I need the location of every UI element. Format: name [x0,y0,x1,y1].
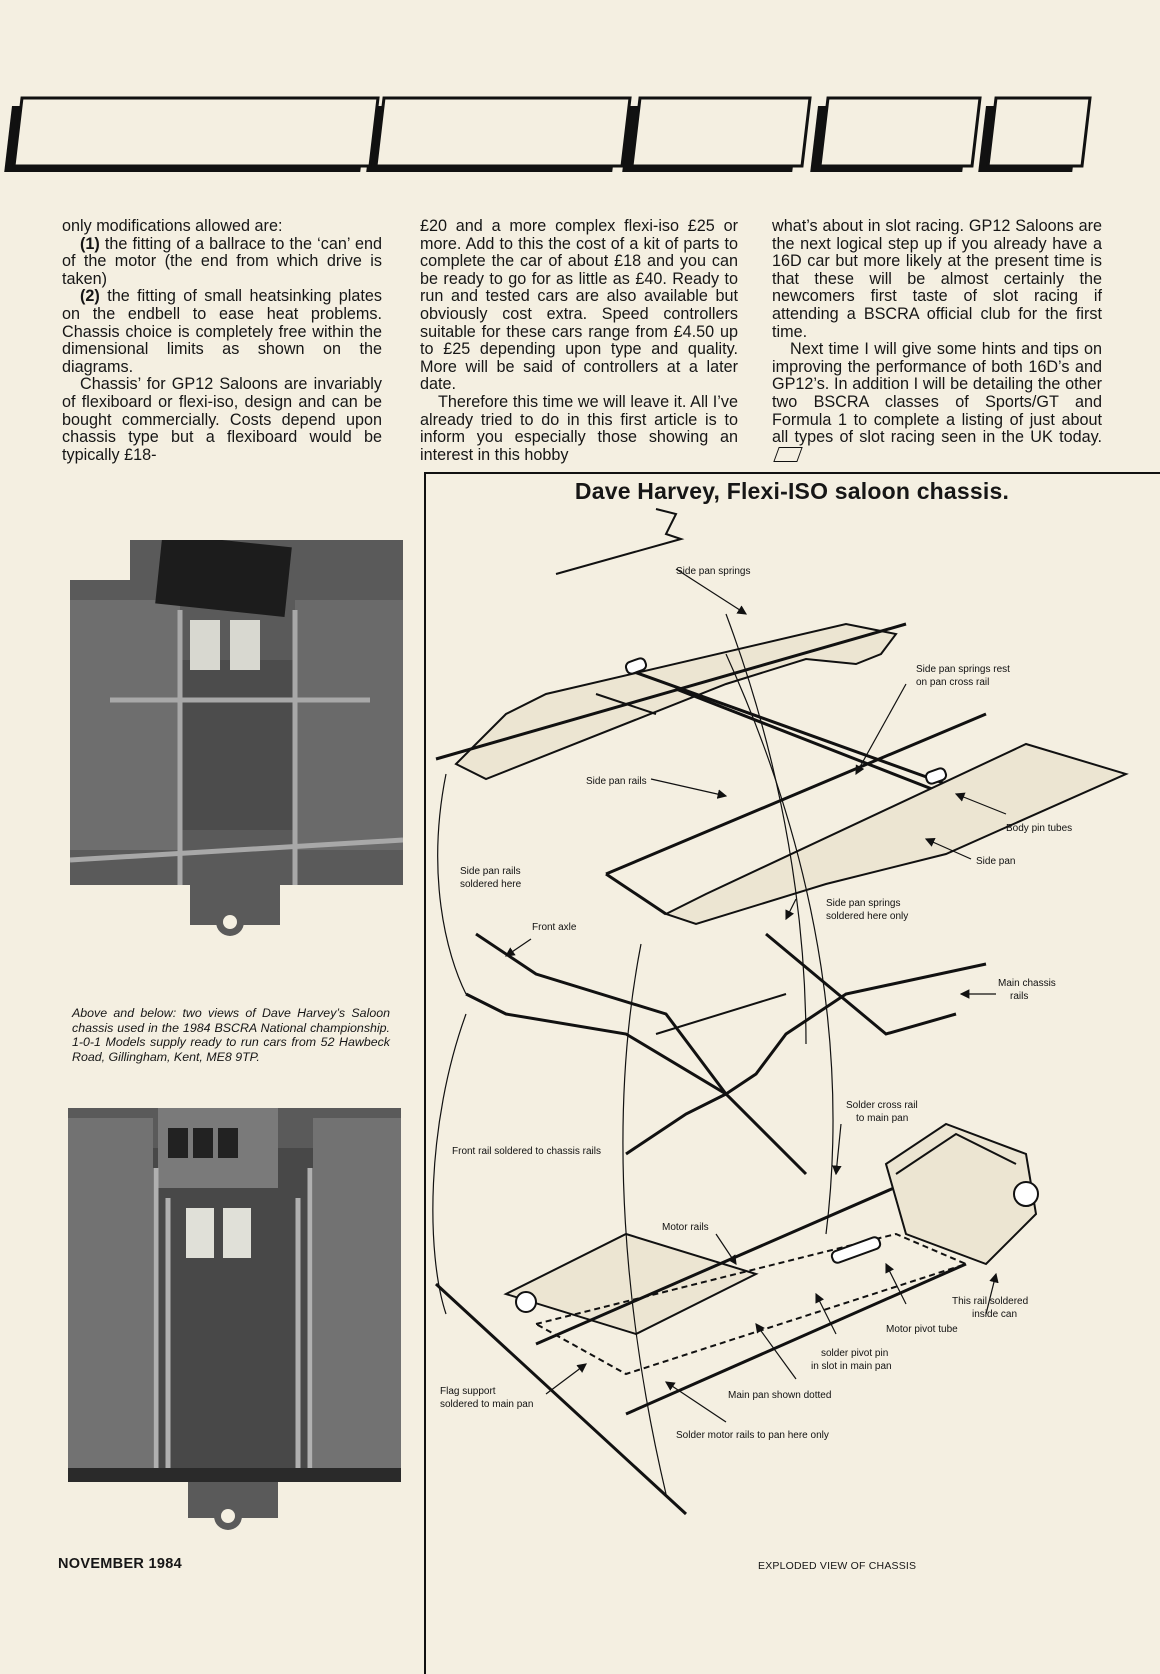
label-cross-rail: Solder cross rail [846,1100,918,1111]
body-pin-tube [924,767,948,785]
label-side-pan-rails: Side pan rails [586,776,647,787]
label-side-pan: Side pan [976,856,1015,867]
label-front-rail: Front rail soldered to chassis rails [452,1146,601,1157]
article-column-1: only modifications allowed are: (1) the … [62,217,382,464]
article-column-3: what’s about in slot racing. GP12 Saloon… [772,217,1102,464]
paragraph: (2) the fitting of small heatsinking pla… [62,288,382,376]
motor-pivot-tube [830,1236,882,1264]
issue-date-footer: NOVEMBER 1984 [58,1556,182,1572]
label-rail-inside-can: inside can [972,1309,1017,1320]
side-pan-spring [555,508,685,575]
paragraph: (1) the fitting of a ballrace to the ‘ca… [62,234,382,289]
end-mark-icon [773,446,803,462]
label-flag-support: Flag support [440,1386,496,1397]
label-motor-rails: Motor rails [662,1222,709,1233]
motor-can [884,1122,1038,1266]
paragraph-text: the fitting of small heatsinking plates … [62,287,382,376]
chassis-photo-bottom [68,1108,401,1546]
chassis-photo-top [70,540,403,940]
flag-support-plate [503,1232,759,1336]
paragraph: what’s about in slot racing. GP12 Saloon… [772,217,1102,341]
paragraph-text: Next time I will give some hints and tip… [772,340,1102,447]
side-pan-upper [454,622,898,781]
label-solder-motor-rails: Solder motor rails to pan here only [676,1430,829,1441]
label-body-pin-tubes: Body pin tubes [1006,823,1072,834]
label-rails-soldered: Side pan rails [460,866,521,877]
photo-caption: Above and below: two views of Dave Harve… [72,1006,390,1064]
diagram-title: Dave Harvey, Flexi-ISO saloon chassis. [574,478,1010,504]
label-main-chassis-rails: Main chassis [998,978,1056,989]
label-flag-support: soldered to main pan [440,1399,533,1410]
label-main-chassis-rails: rails [1010,991,1028,1002]
paragraph: only modifications allowed are: [62,217,283,235]
label-side-pan-springs: Side pan springs [676,566,751,577]
label-pivot-pin: solder pivot pin [821,1348,888,1359]
paragraph-text: the fitting of a ballrace to the ‘can’ e… [62,234,382,288]
label-cross-rail: to main pan [856,1113,908,1124]
body-pin-tube [624,657,648,675]
paragraph: £20 and a more complex flexi-iso £25 or … [420,217,738,394]
paragraph: Next time I will give some hints and tip… [772,340,1102,464]
chassis-photo-bottom-illustration [68,1108,401,1546]
header-decoration [4,96,1092,172]
label-main-pan-dotted: Main pan shown dotted [728,1390,831,1401]
label-rail-inside-can: This rail soldered [952,1296,1028,1307]
label-springs-soldered: Side pan springs [826,898,901,909]
side-pan-lower [663,742,1129,926]
label-motor-pivot-tube: Motor pivot tube [886,1324,958,1335]
list-number: (2) [80,287,100,306]
list-number: (1) [80,234,100,253]
label-springs-rest: Side pan springs rest [916,664,1010,675]
article-column-2: £20 and a more complex flexi-iso £25 or … [420,217,738,464]
label-pivot-pin: in slot in main pan [811,1361,892,1372]
label-springs-soldered: soldered here only [826,911,908,922]
diagram-frame [424,472,1160,1674]
paragraph: Chassis’ for GP12 Saloons are invariably… [62,375,382,464]
chassis-photo-top-illustration [70,540,403,940]
paragraph: Therefore this time we will leave it. Al… [420,392,738,464]
label-front-axle: Front axle [532,922,577,933]
label-rails-soldered: soldered here [460,879,522,890]
exploded-chassis-diagram: Side pan springs Side pan springs rest o… [432,508,1129,1516]
label-springs-rest: on pan cross rail [916,677,989,688]
main-chassis-rails [475,932,987,1097]
diagram-subcaption: EXPLODED VIEW OF CHASSIS [758,1560,917,1572]
